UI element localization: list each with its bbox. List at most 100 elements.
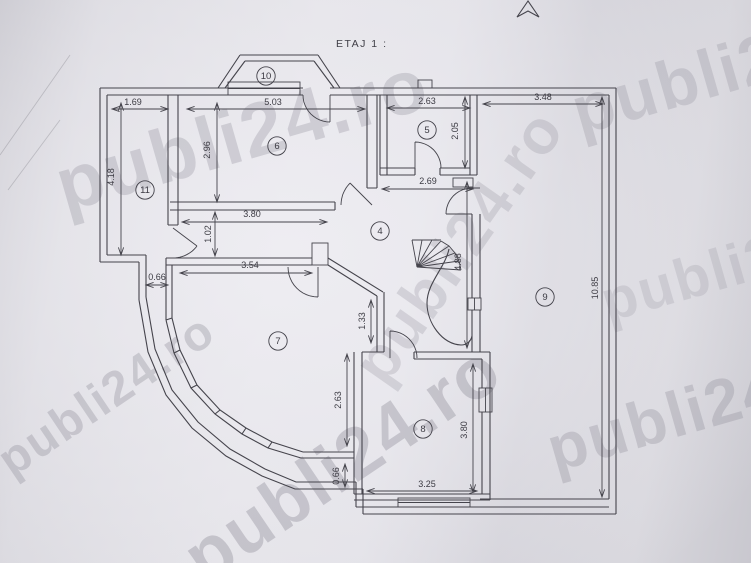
dimension-label: 3.80 (243, 209, 261, 219)
room-number: 9 (542, 292, 547, 303)
room-label-layer: 10 6 11 5 4 7 9 8 (135, 66, 555, 439)
room-circle (135, 180, 155, 200)
dimension-label: 1.02 (203, 225, 213, 243)
room-circle (535, 287, 555, 307)
dimension-label: 3.48 (534, 92, 552, 102)
room-label-8: 8 (413, 419, 433, 439)
north-arrow-icon (516, 0, 540, 18)
room-label-7: 7 (268, 331, 288, 351)
watermark-text: publi24.ro (539, 326, 751, 485)
dimension-line (367, 298, 375, 345)
dimension-line (144, 281, 170, 289)
windows (227, 79, 493, 508)
dimension-line (341, 462, 349, 489)
dimension-line (180, 218, 329, 226)
room-label-10: 10 (256, 66, 276, 86)
dimension-line (481, 100, 605, 108)
room8-door-swing (389, 330, 418, 359)
room-number: 4 (377, 226, 382, 237)
dimension-label: 2.05 (450, 122, 460, 140)
room-circle (370, 221, 390, 241)
dimension: 3.25 (365, 479, 479, 495)
stair-treads (411, 239, 462, 271)
room-circle (267, 136, 287, 156)
dimension-label: 5.03 (264, 97, 282, 107)
dimension-label: 4.18 (106, 168, 116, 186)
room7-door-swing (287, 266, 319, 298)
page-title: ETAJ 1 : (336, 38, 387, 50)
room-number: 11 (140, 185, 150, 196)
room6-door-swing (340, 182, 373, 206)
room-circle (268, 331, 288, 351)
room-circle (417, 120, 437, 140)
watermark-text: publi24.ro (563, 0, 751, 149)
watermark-text: publi24.ro (0, 304, 225, 487)
paper-crease (0, 54, 71, 191)
dimension-label: 3.25 (418, 479, 436, 489)
dimension-label: 2.96 (202, 141, 212, 159)
pillar (452, 177, 474, 188)
dimension-line (365, 487, 479, 495)
dimension: 4.88 (453, 180, 471, 350)
stair-curved-wall (426, 248, 473, 346)
dimension-label: 1.33 (357, 312, 367, 330)
watermark-text: publi24.ro (594, 190, 751, 334)
room5-door-swing (414, 141, 442, 169)
door-post (311, 242, 329, 266)
room-circle (256, 66, 276, 86)
room-number: 6 (274, 141, 279, 152)
dimension-label: 1.69 (124, 97, 142, 107)
dimension: 2.69 (380, 176, 475, 193)
room-number: 10 (261, 71, 272, 82)
room-label-5: 5 (417, 120, 437, 140)
dimension: 3.80 (180, 209, 329, 226)
room-label-9: 9 (535, 287, 555, 307)
dimension-line (380, 185, 475, 193)
dimension-label: 3.80 (459, 421, 469, 439)
dimension-line (461, 95, 469, 170)
dimension-line (598, 95, 606, 499)
watermark-text: publi24.ro (169, 328, 516, 563)
dimension-label: 2.69 (419, 176, 437, 186)
dimension: 3.54 (178, 260, 314, 277)
dimension: 10.85 (590, 95, 606, 499)
winder-stairs (411, 239, 462, 271)
dimension-label: 2.63 (418, 96, 436, 106)
dimension: 0.66 (331, 462, 349, 489)
room-label-6: 6 (267, 136, 287, 156)
dimension-line (178, 269, 314, 277)
chimney (417, 79, 433, 89)
balcony-door-swing (302, 94, 331, 123)
room-number: 5 (424, 125, 429, 136)
watermark-text: publi24.ro (46, 41, 438, 228)
dimension-line (343, 352, 351, 448)
dimension-label: 3.54 (241, 260, 259, 270)
room-label-11: 11 (135, 180, 155, 200)
dimension: 2.05 (450, 95, 469, 170)
dimension: 4.18 (106, 101, 125, 257)
dimension-line (211, 210, 219, 258)
dimension: 0.66 (144, 272, 170, 289)
dimension-label: 0.66 (331, 467, 341, 485)
dimension-label: 0.66 (148, 272, 166, 282)
dimension: 3.48 (481, 92, 605, 108)
room11-door-swing (172, 227, 198, 259)
walls (99, 54, 617, 515)
dimension-line (463, 180, 471, 350)
room-label-4: 4 (370, 221, 390, 241)
room-number: 7 (275, 336, 280, 347)
room-number: 8 (420, 424, 425, 435)
dimension-label: 10.85 (590, 277, 600, 300)
dimension-label: 4.88 (453, 253, 463, 271)
dimension-layer: 1.69 5.03 2.63 3.48 2.96 2.05 4.18 2.69 3.80 1.02… (106, 92, 606, 499)
dimension: 2.63 (333, 352, 351, 448)
dimension: 2.96 (202, 101, 221, 204)
room-circle (413, 419, 433, 439)
dimension-label: 2.63 (333, 391, 343, 409)
dimension: 1.02 (203, 210, 219, 258)
dimension: 1.33 (357, 298, 375, 345)
dimension-line (110, 105, 170, 113)
